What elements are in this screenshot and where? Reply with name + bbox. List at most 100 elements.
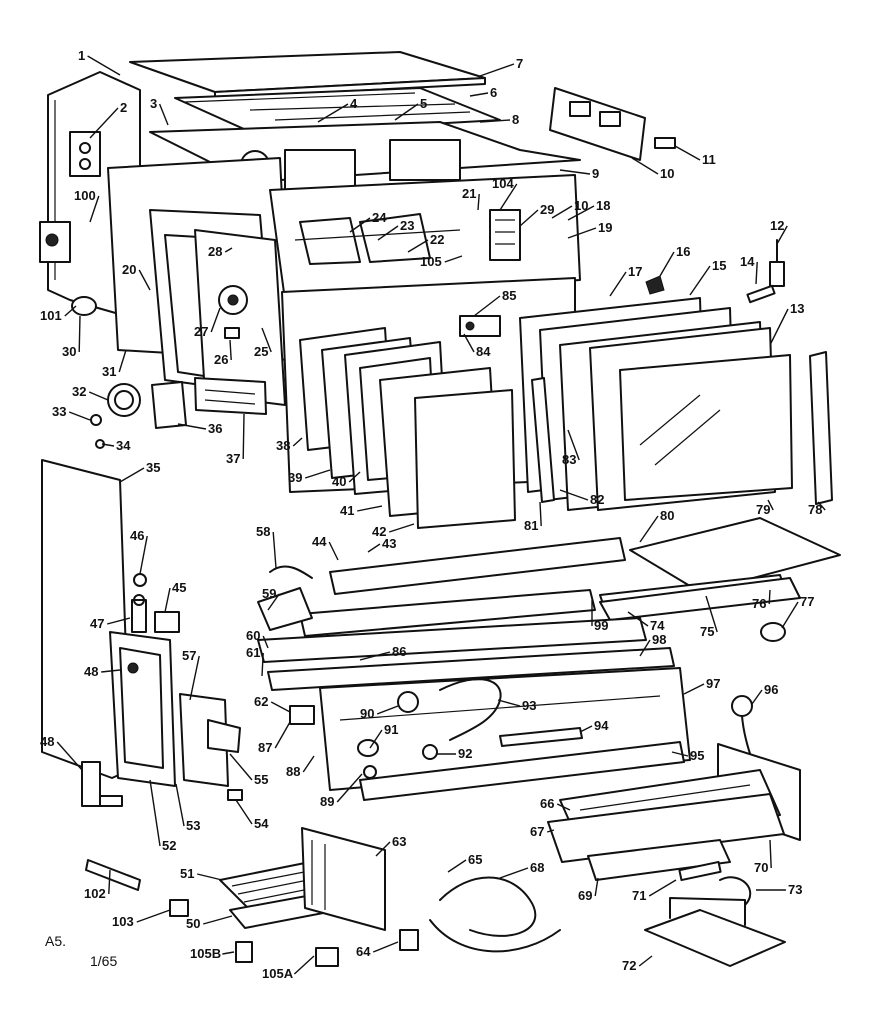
callout-number: 61 [246, 645, 260, 660]
leader-line [304, 469, 331, 479]
callout-number: 89 [320, 794, 334, 809]
callout-number: 95 [690, 748, 704, 763]
callout-99: 99 [591, 600, 608, 633]
callout-number: 100 [74, 188, 96, 203]
callout-10b: 10 [551, 198, 588, 219]
callout-number: 82 [590, 492, 604, 507]
callout-30: 30 [62, 315, 81, 359]
callout-42: 42 [372, 523, 415, 539]
callout-40: 40 [332, 471, 361, 489]
callout-number: 88 [286, 764, 300, 779]
callout-number: 79 [756, 502, 770, 517]
leader-line [138, 269, 151, 291]
callout-number: 45 [172, 580, 186, 595]
callout-93: 93 [497, 698, 536, 713]
callout-number: 1 [78, 48, 85, 63]
callout-19: 19 [567, 220, 612, 239]
callout-36: 36 [177, 421, 222, 436]
callout-number: 73 [788, 882, 802, 897]
callout-number: 2 [120, 100, 127, 115]
footer-code: A5. [45, 933, 66, 949]
callout-9: 9 [559, 166, 599, 181]
callout-54: 54 [235, 799, 269, 831]
panel-57 [179, 693, 229, 787]
callout-25: 25 [254, 327, 272, 359]
leader-line [497, 699, 521, 707]
callout-number: 46 [130, 528, 144, 543]
callout-65: 65 [447, 852, 482, 873]
leader-line [89, 107, 119, 139]
callout-number: 35 [146, 460, 160, 475]
tube-94 [499, 727, 583, 747]
leader-line [627, 611, 649, 627]
callout-number: 84 [476, 344, 491, 359]
part-105A [315, 947, 339, 967]
callout-number: 4 [350, 96, 358, 111]
callout-number: 48 [84, 664, 98, 679]
callout-7: 7 [479, 56, 523, 77]
callout-102: 102 [84, 869, 111, 901]
leader-line [78, 315, 81, 353]
callout-number: 70 [754, 860, 768, 875]
callout-number: 7 [516, 56, 523, 71]
clip-11 [654, 137, 676, 149]
leader-line [372, 941, 399, 953]
callout-number: 53 [186, 818, 200, 833]
callout-number: 81 [524, 518, 538, 533]
callout-105: 105 [420, 254, 463, 269]
callout-96: 96 [751, 682, 778, 705]
leader-line [235, 799, 253, 825]
callout-number: 10 [660, 166, 674, 181]
leader-line [229, 339, 232, 361]
callout-81: 81 [524, 501, 542, 533]
leader-line [242, 413, 245, 460]
callout-number: 75 [700, 624, 714, 639]
pan-74-75 [599, 577, 801, 621]
nut-89 [363, 765, 377, 779]
door-trim-78 [809, 351, 833, 505]
leader-line [648, 879, 677, 897]
clip-103 [169, 899, 189, 917]
leader-line [659, 251, 675, 277]
callout-22: 22 [407, 232, 444, 253]
rail-44 [329, 537, 626, 595]
clip-62-87 [289, 705, 315, 725]
callout-52: 52 [149, 779, 176, 853]
callout-number: 37 [226, 451, 240, 466]
leader-line [705, 595, 718, 633]
leader-line [751, 689, 763, 705]
callout-4: 4 [317, 96, 358, 123]
callout-number: 11 [702, 152, 716, 167]
callout-16: 16 [659, 244, 690, 277]
callout-number: 65 [468, 852, 482, 867]
callout-76: 76 [752, 589, 771, 611]
callout-32: 32 [72, 384, 109, 401]
callout-31: 31 [102, 349, 127, 379]
callout-number: 94 [594, 718, 609, 733]
callout-number: 28 [208, 244, 222, 259]
leader-line [108, 869, 111, 895]
wire-harness-65-68 [429, 876, 561, 953]
callout-number: 101 [40, 308, 62, 323]
leader-line [222, 951, 235, 955]
leader-line [776, 225, 788, 245]
orifice-92 [422, 744, 438, 760]
leader-line [594, 877, 599, 897]
bracket-71 [678, 860, 722, 882]
callout-number: 39 [288, 470, 302, 485]
leader-line [158, 103, 169, 126]
callout-8: 8 [479, 112, 519, 127]
callout-79: 79 [756, 499, 774, 517]
callout-66: 66 [540, 796, 571, 811]
thermostat-12 [769, 239, 785, 287]
callout-15: 15 [689, 258, 726, 296]
callout-68: 68 [499, 860, 544, 879]
callout-number: 13 [790, 301, 804, 316]
door-gasket-81 [531, 377, 555, 503]
callout-number: 90 [360, 706, 374, 721]
callout-47: 47 [90, 616, 131, 631]
callout-number: 23 [400, 218, 414, 233]
callout-86: 86 [359, 644, 406, 661]
callout-87: 87 [258, 721, 291, 755]
